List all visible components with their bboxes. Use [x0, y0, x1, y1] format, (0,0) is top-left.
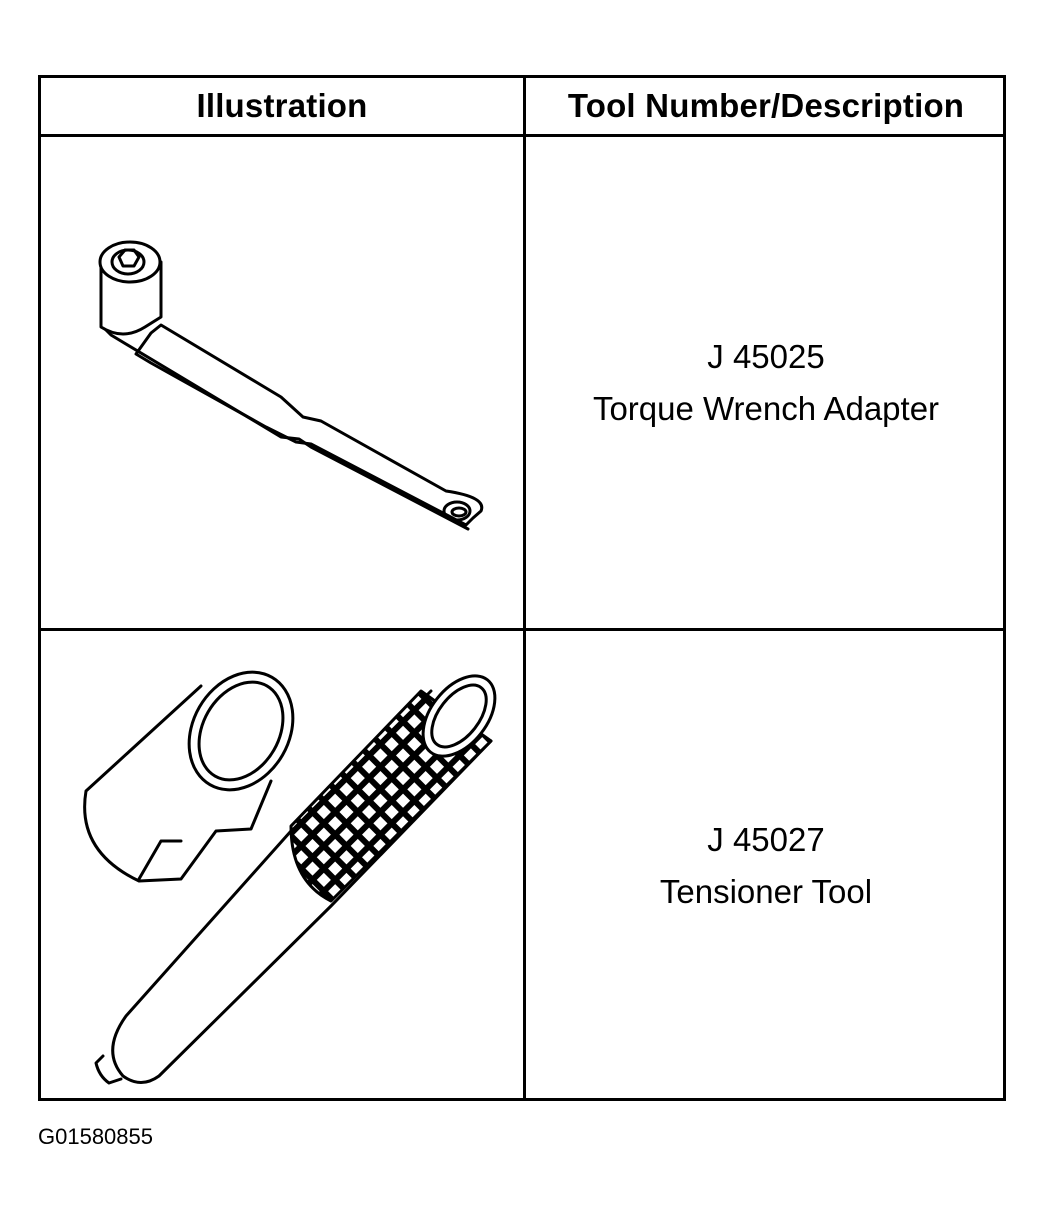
tensioner-tool-icon [83, 670, 497, 1085]
tool-description: Torque Wrench Adapter [592, 389, 940, 427]
tool-number: J 45025 [707, 337, 825, 375]
tool-table: Illustration Tool Number/Description J 4… [38, 75, 1006, 1101]
tool-description-cell: J 45025 Torque Wrench Adapter [526, 137, 1006, 628]
header-illustration: Illustration [196, 87, 368, 124]
torque-wrench-adapter-icon [98, 240, 484, 531]
tool-number: J 45027 [707, 821, 825, 858]
figure-id: G01580855 [38, 1124, 153, 1149]
tool-description: Tensioner Tool [659, 873, 873, 910]
illustration-cell [41, 137, 523, 628]
tool-description-cell: J 45027 Tensioner Tool [526, 631, 1006, 1101]
illustration-cell [41, 631, 523, 1101]
header-divider [41, 134, 1003, 137]
row-divider [41, 628, 1003, 631]
header-tool-description: Tool Number/Description [567, 87, 965, 124]
column-divider [523, 78, 526, 1098]
